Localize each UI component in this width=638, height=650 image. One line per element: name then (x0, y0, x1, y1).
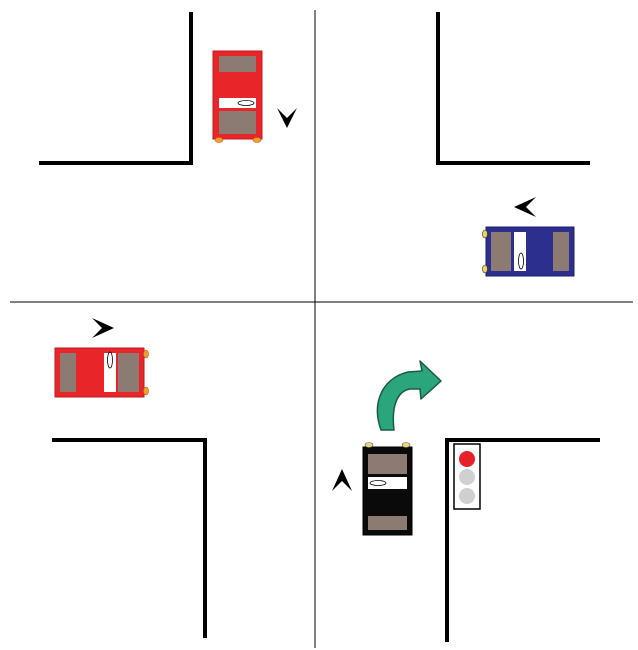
traffic-light-green-lamp (459, 488, 475, 504)
curb-top-left (41, 14, 191, 163)
curb-bottom-left (54, 440, 205, 636)
headlight-icon (402, 443, 410, 448)
headlight-icon (365, 443, 373, 448)
direction-arrow-north-icon (332, 469, 352, 491)
traffic-light-red-lamp (459, 451, 475, 467)
headlight-icon (215, 138, 223, 143)
traffic-light-amber-lamp (459, 469, 475, 485)
black-car-northbound (363, 443, 412, 536)
direction-arrow-east-icon (92, 318, 114, 338)
car-window (118, 353, 139, 392)
car-roof-stripe (368, 477, 407, 489)
blue-car-westbound (483, 227, 575, 276)
car-window (219, 111, 256, 134)
right-turn-arrow-icon (377, 361, 441, 430)
headlight-icon (144, 350, 149, 358)
curb-top-right (438, 14, 588, 163)
headlight-icon (483, 265, 488, 273)
headlight-icon (144, 387, 149, 395)
car-window (491, 232, 511, 271)
car-roof-stripe (219, 98, 256, 108)
car-window (553, 232, 569, 271)
car-window (219, 56, 256, 72)
direction-arrow-south-icon (277, 108, 297, 128)
red-car-southbound (213, 51, 262, 143)
direction-arrow-west-icon (514, 197, 536, 217)
car-window (60, 353, 76, 392)
headlight-icon (253, 138, 261, 143)
traffic-light (454, 444, 480, 509)
headlight-icon (483, 230, 488, 238)
car-roof-stripe (514, 232, 526, 271)
car-window (368, 454, 407, 474)
red-car-eastbound (55, 348, 149, 397)
car-roof-stripe (104, 353, 116, 392)
car-window (368, 516, 407, 530)
